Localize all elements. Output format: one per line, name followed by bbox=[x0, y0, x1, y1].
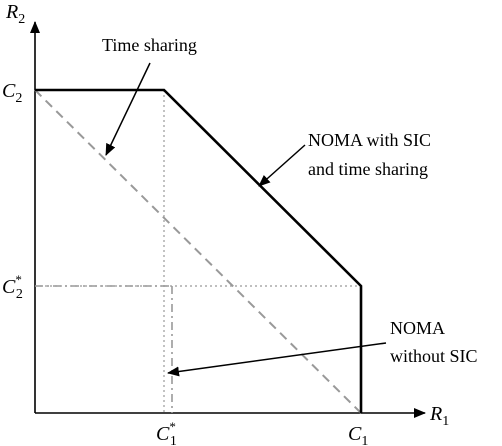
y-axis-label: R2 bbox=[5, 1, 25, 27]
noma-nosic-label-line2: without SIC bbox=[390, 346, 478, 366]
time-sharing-line bbox=[34, 89, 362, 414]
noma-sic-arrow bbox=[258, 144, 306, 187]
x-axis-sub: 1 bbox=[442, 414, 449, 429]
time-sharing-label: Time sharing bbox=[102, 35, 197, 55]
tick-c1: C1 bbox=[348, 423, 368, 446]
noma-sic-boundary bbox=[35, 88, 363, 413]
y-axis-sub: 2 bbox=[18, 12, 25, 27]
tick-c1-star: C*1 bbox=[156, 419, 177, 446]
tick-c2: C2 bbox=[2, 80, 22, 106]
noma-nosic-arrow bbox=[167, 342, 387, 377]
noma-nosic-label-line1: NOMA bbox=[390, 318, 445, 338]
x-axis-label: R1 bbox=[429, 403, 449, 429]
y-axis-var: R bbox=[5, 1, 18, 23]
noma-sic-label-line2: and time sharing bbox=[308, 159, 428, 179]
noma-sic-label-line1: NOMA with SIC bbox=[308, 130, 431, 150]
x-axis-var: R bbox=[429, 403, 442, 425]
tick-c2-star: C*2 bbox=[2, 272, 23, 302]
time-sharing-arrow bbox=[105, 62, 151, 156]
